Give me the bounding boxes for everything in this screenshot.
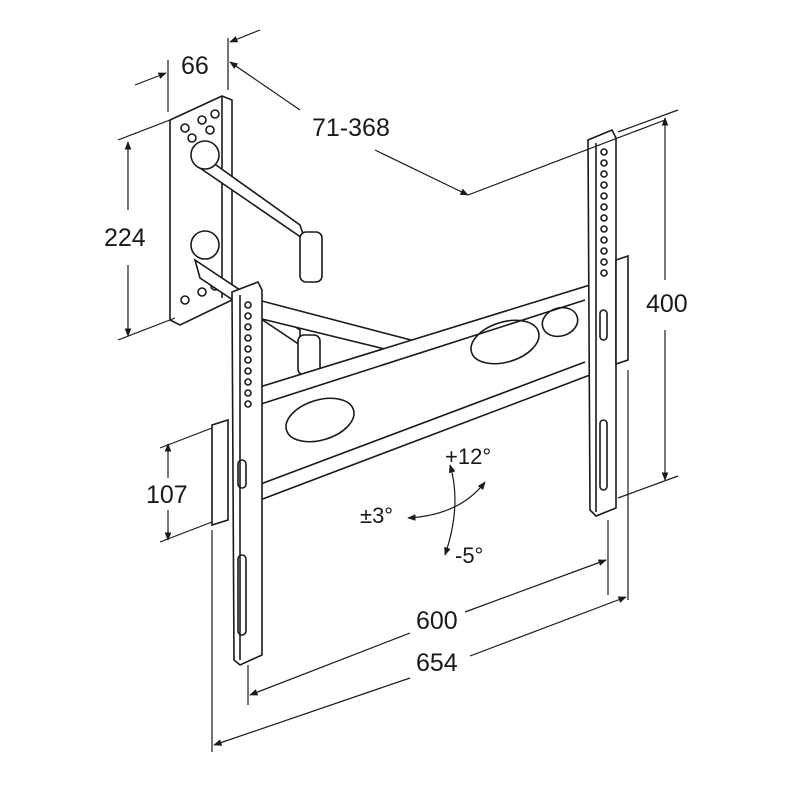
label-wall-plate-depth: 66 — [181, 52, 209, 80]
label-bracket-offset: 107 — [146, 481, 188, 509]
right-bracket-holes — [600, 148, 608, 277]
label-tilt-up: +12° — [445, 444, 492, 469]
label-tilt-down: -5° — [455, 543, 484, 568]
dim-line-654 — [211, 370, 629, 752]
label-arm-extension: 71-368 — [312, 114, 390, 142]
label-vertical-spacing: 400 — [646, 290, 688, 318]
left-vertical-bracket — [211, 280, 263, 666]
right-vertical-bracket — [587, 128, 629, 517]
dim-line-107 — [159, 427, 213, 543]
swivel-arc — [407, 481, 486, 521]
label-horizontal-spacing: 600 — [416, 607, 458, 635]
dim-line-66 — [134, 29, 261, 112]
left-bracket-holes — [244, 301, 252, 408]
label-overall-width: 654 — [416, 649, 458, 677]
dim-line-71-368 — [229, 61, 666, 196]
dim-line-224 — [117, 119, 176, 341]
label-swivel: ±3° — [360, 503, 394, 528]
dim-line-600 — [247, 520, 609, 705]
label-wall-plate-height: 224 — [104, 224, 146, 252]
